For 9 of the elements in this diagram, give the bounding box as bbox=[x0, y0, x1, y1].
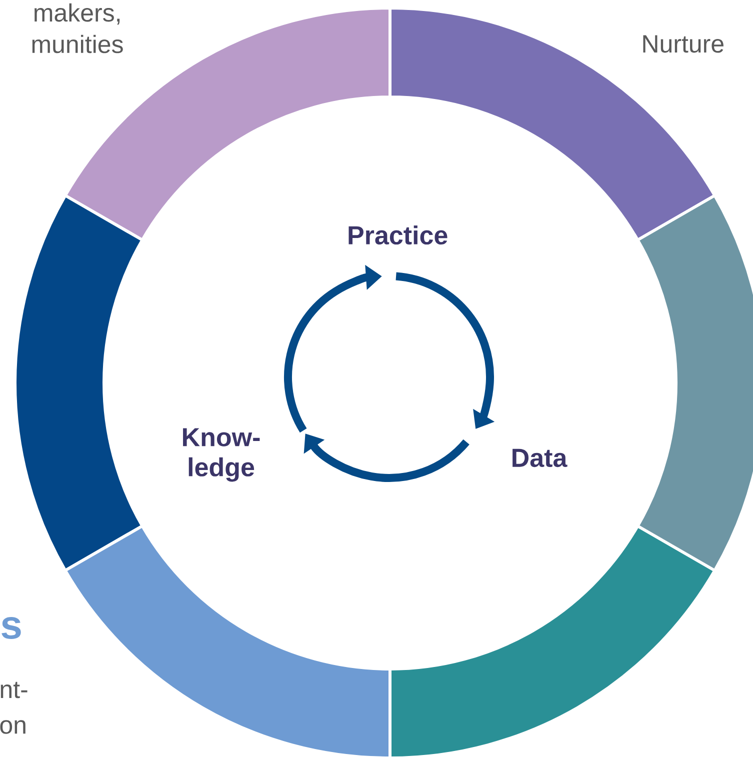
text-fragment: nt- bbox=[0, 682, 28, 698]
cycle-label: Practice bbox=[348, 225, 448, 245]
cycle-label: Know- ledge bbox=[183, 428, 260, 482]
text-fragment: on bbox=[0, 720, 26, 734]
text-fragment: makers, bbox=[34, 3, 120, 25]
cycle-label: Data bbox=[512, 448, 568, 468]
text-fragment: munities bbox=[32, 34, 123, 54]
text-fragment: s bbox=[2, 617, 21, 639]
text-fragment: Nurture bbox=[643, 35, 724, 53]
